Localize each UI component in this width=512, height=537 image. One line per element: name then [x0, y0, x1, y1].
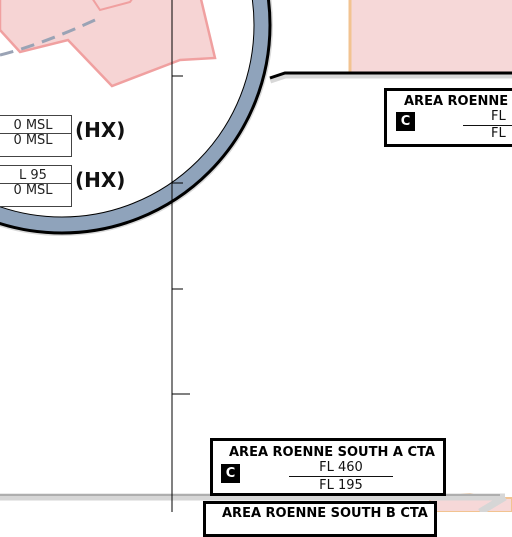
chart-map	[0, 0, 512, 512]
airspace-class-badge: C	[396, 112, 415, 131]
cta-name: AREA ROENNE SOUTH B CTA	[222, 506, 428, 521]
cta-boundary-right-line	[269, 71, 512, 80]
cta-limit-divider	[463, 125, 512, 126]
lower-limit: 0 MSL	[13, 183, 53, 198]
lower-limit: 0 MSL	[13, 133, 53, 148]
restricted-area-top-right	[348, 0, 512, 75]
tma-circle-outer-line	[0, 0, 272, 235]
upper-limit: L 95	[0, 166, 71, 184]
vertical-limit-box-2: L 95 0 MSL	[0, 165, 72, 207]
cta-limit-divider	[289, 476, 393, 477]
dashed-arc	[0, 18, 96, 57]
restricted-area-circle	[0, 0, 217, 88]
cta-lower-limit: FL	[491, 126, 506, 141]
cta-boundary-right	[268, 71, 512, 84]
airspace-class-badge: C	[221, 464, 240, 483]
restricted-area-circle-inner	[92, 0, 133, 12]
cta-boundary-diagonal	[478, 493, 507, 512]
cta-upper-limit: FL 460	[319, 460, 363, 475]
cta-name: AREA ROENNE	[404, 94, 509, 109]
hx-label-2: (HX)	[75, 168, 126, 192]
cta-label-roenne-south-a: AREA ROENNE SOUTH A CTA C FL 460 FL 195	[210, 438, 446, 496]
upper-limit: 0 MSL	[0, 116, 71, 134]
cta-upper-limit: FL	[491, 109, 506, 124]
cta-label-roenne-south-b: AREA ROENNE SOUTH B CTA	[203, 501, 437, 537]
cta-lower-limit: FL 195	[319, 478, 363, 493]
tma-circle-inner-line	[0, 0, 255, 218]
cta-label-area-roenne: AREA ROENNE C FL FL	[384, 88, 512, 147]
vertical-limit-box-1: 0 MSL 0 MSL	[0, 115, 72, 157]
hx-label-1: (HX)	[75, 118, 126, 142]
tma-circle-ring	[0, 0, 270, 233]
cta-name: AREA ROENNE SOUTH A CTA	[229, 445, 435, 460]
